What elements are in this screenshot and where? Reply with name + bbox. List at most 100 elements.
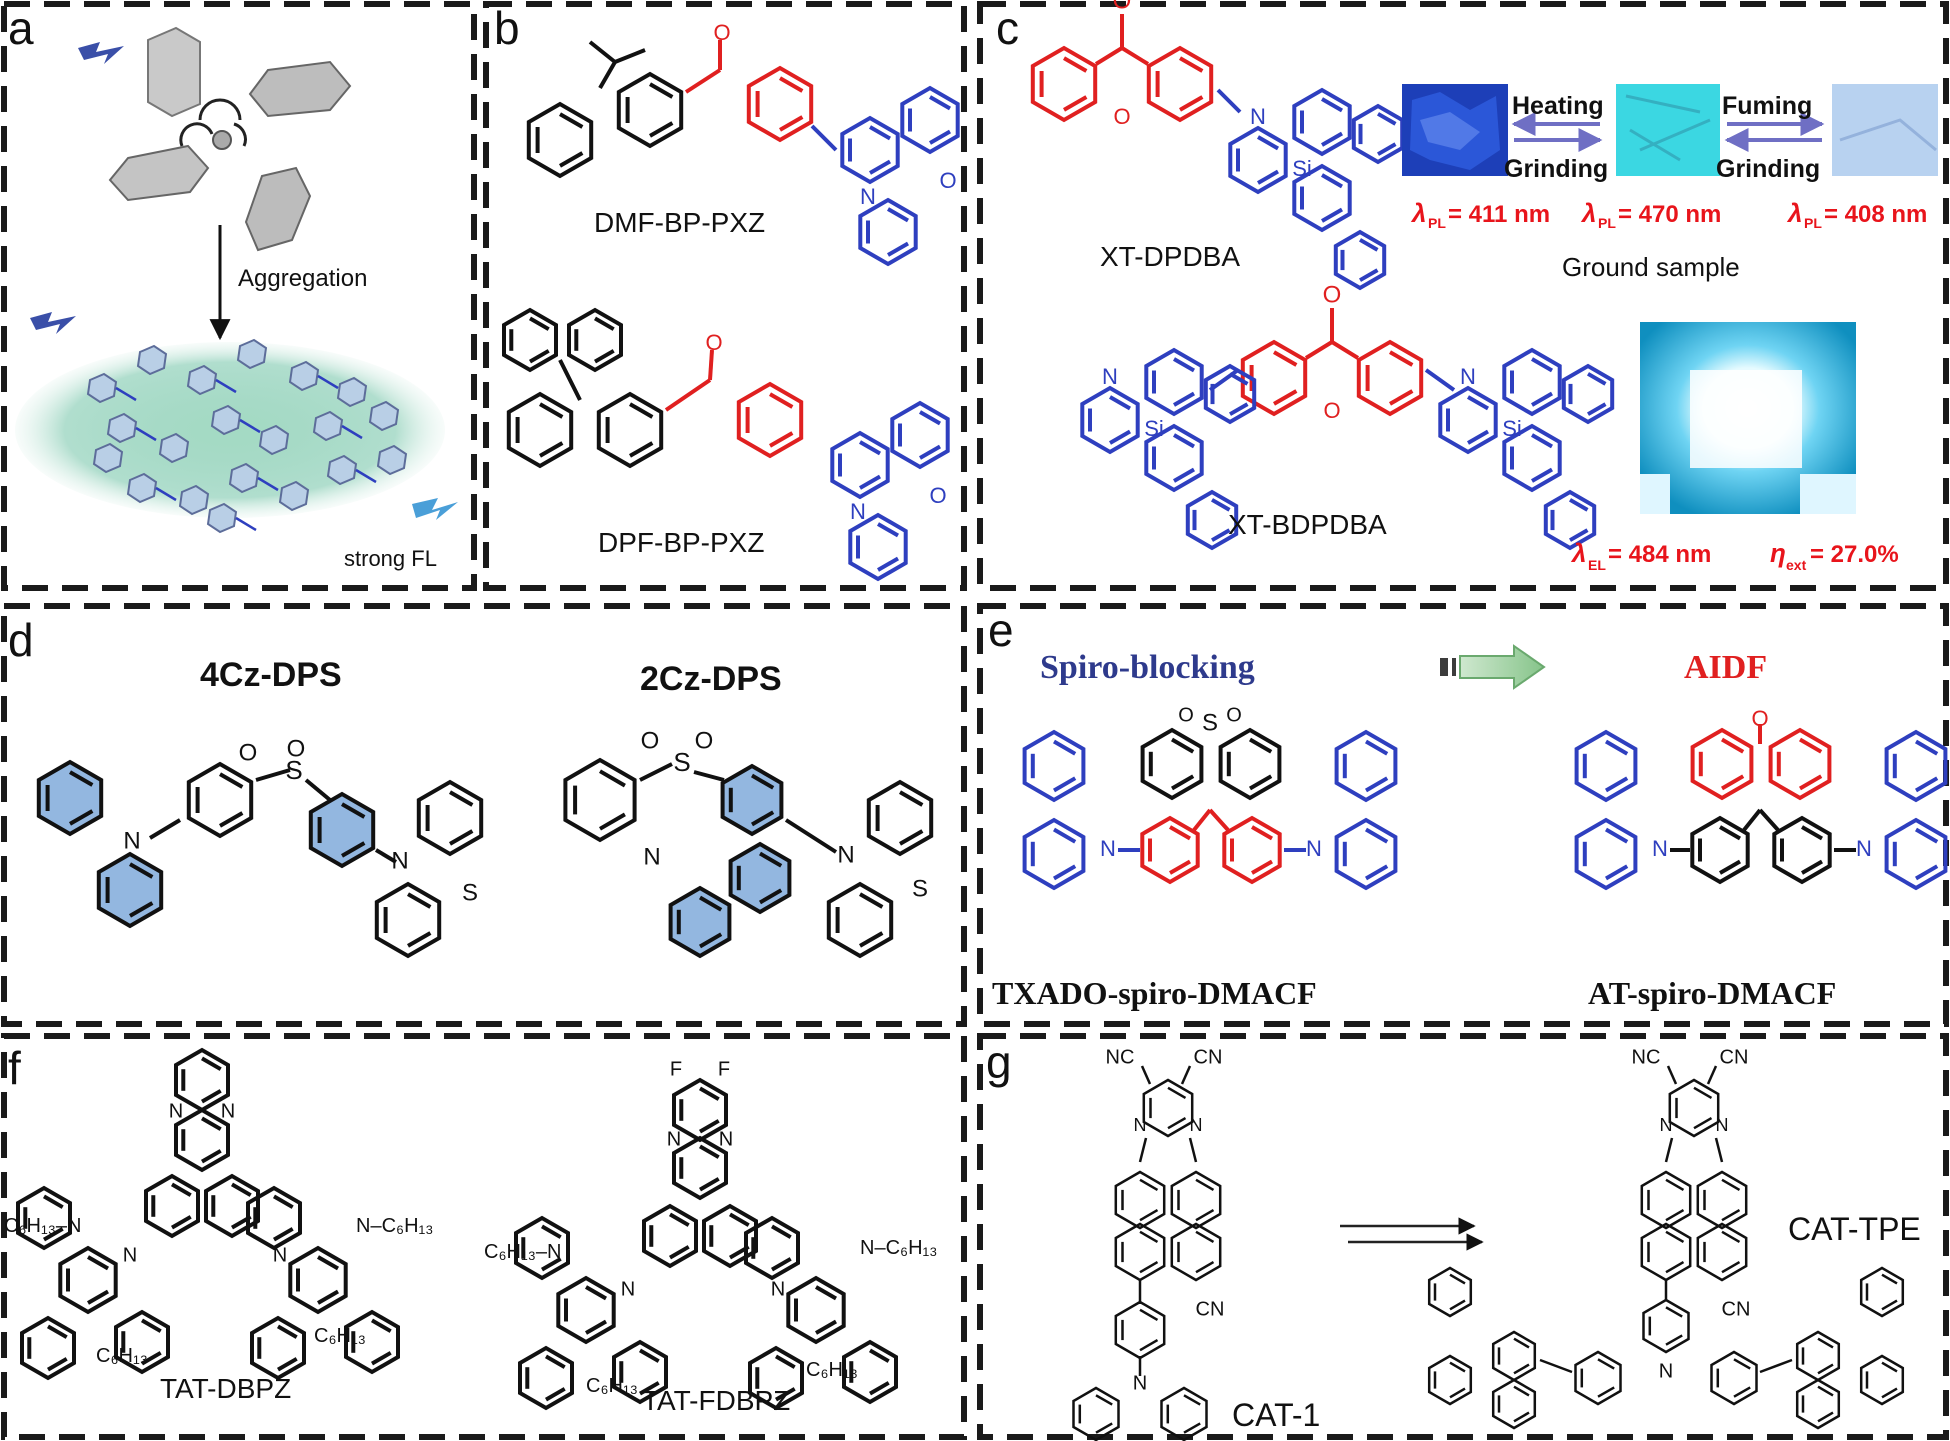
double-bond <box>1604 827 1629 844</box>
aggregated-molecule <box>106 412 138 444</box>
benzene-ring <box>1292 163 1352 233</box>
svg-text:= 408 nm: = 408 nm <box>1824 201 1927 228</box>
double-bond <box>769 392 794 409</box>
benzene-ring <box>744 1215 800 1281</box>
double-bond <box>1817 1385 1834 1397</box>
double-bond <box>779 76 804 93</box>
double-bond <box>1173 467 1195 483</box>
double-bond <box>1587 402 1607 416</box>
substituent-label: N–C₆H₁₃ <box>356 1215 433 1237</box>
double-bond <box>1321 173 1343 189</box>
svg-text:= 27.0%: = 27.0% <box>1810 541 1899 568</box>
benzene-ring <box>1030 45 1098 123</box>
double-bond <box>698 932 723 949</box>
atom-label: O <box>695 727 714 754</box>
double-bond <box>1604 776 1629 793</box>
bond <box>155 486 177 502</box>
bond <box>1216 88 1242 114</box>
benzene-ring <box>1022 817 1086 891</box>
aggregated-molecule <box>186 364 218 396</box>
atom-label: N <box>850 499 866 524</box>
double-bond <box>698 1144 720 1159</box>
bond <box>1759 1358 1793 1374</box>
benzene-ring <box>1222 815 1282 885</box>
bond <box>598 61 617 89</box>
double-bond <box>1531 467 1553 483</box>
benzene-ring <box>672 1135 728 1201</box>
atom-label: N <box>1190 1115 1203 1135</box>
double-bond <box>919 410 941 426</box>
substituent-label: C₆H₁₃ <box>586 1375 638 1397</box>
svg-text:PL: PL <box>1598 215 1616 231</box>
svg-text:PL: PL <box>1428 215 1446 231</box>
benzene-ring <box>842 1339 898 1405</box>
svg-text:η: η <box>1770 538 1786 568</box>
aggregated-molecule <box>312 410 344 442</box>
double-bond <box>276 1357 298 1372</box>
double-bond <box>540 1257 562 1272</box>
double-bond <box>1693 1086 1713 1099</box>
benzene-ring <box>308 791 376 869</box>
benzene-ring <box>502 307 558 373</box>
double-bond <box>598 769 626 788</box>
benzene-ring <box>1170 1170 1222 1230</box>
bond <box>255 768 291 782</box>
benzene-ring <box>1140 727 1204 801</box>
powder-photo-1 <box>1402 84 1508 176</box>
double-bond <box>868 1381 890 1396</box>
double-bond <box>887 241 909 257</box>
benzene-ring <box>1427 1354 1473 1406</box>
double-bond <box>1801 859 1823 875</box>
double-bond <box>559 112 584 129</box>
benzene-ring <box>746 65 814 143</box>
atom-label: N <box>123 827 140 854</box>
atom-label: N <box>1134 1115 1147 1135</box>
double-bond <box>1257 169 1279 185</box>
panel-a: a Aggregation strong FL <box>8 2 458 571</box>
double-bond <box>1817 1363 1834 1375</box>
double-bond <box>649 121 674 138</box>
svg-text:λ: λ <box>1570 538 1586 568</box>
benzene-ring <box>344 1309 400 1375</box>
benzene-ring <box>114 1309 170 1375</box>
mol-label-xt-dpdba: XT-DPDBA <box>1100 241 1240 272</box>
double-bond <box>1139 1261 1159 1274</box>
benzene-ring <box>1144 423 1204 493</box>
double-bond <box>170 1182 192 1197</box>
double-bond <box>1719 825 1741 841</box>
benzene-ring <box>1072 1386 1120 1441</box>
benzene-ring <box>20 1315 76 1381</box>
atom-label: N <box>123 1244 137 1266</box>
atom-label: CN <box>1194 1046 1223 1068</box>
benzene-ring <box>556 1275 616 1345</box>
benzene-ring <box>748 1345 804 1411</box>
fuming-label: Fuming <box>1722 92 1812 120</box>
double-bond <box>544 1354 566 1369</box>
double-bond <box>1881 1361 1898 1373</box>
double-bond <box>370 1351 392 1366</box>
bond <box>1539 1358 1573 1374</box>
dmf-bp-pxz-structure: ONO <box>526 20 960 267</box>
atom-label: O <box>1226 704 1242 726</box>
benzene-ring <box>1859 1266 1905 1318</box>
double-bond <box>1665 1306 1683 1318</box>
benzene-ring <box>1080 385 1140 455</box>
benzene-ring <box>1160 1386 1208 1441</box>
double-bond <box>815 1319 837 1335</box>
double-bond <box>407 892 432 909</box>
double-bond <box>1170 737 1195 754</box>
atom-label: N <box>169 1100 183 1122</box>
double-bond <box>859 931 884 948</box>
atom-label: NC <box>1632 1046 1661 1068</box>
double-bond <box>1211 528 1231 542</box>
aggregated-molecule <box>368 400 400 432</box>
double-bond <box>1364 864 1389 881</box>
panel-g-letter: g <box>986 1036 1012 1088</box>
bond <box>1664 1137 1674 1163</box>
double-bond <box>1364 827 1389 844</box>
aggregated-molecule <box>92 442 124 474</box>
